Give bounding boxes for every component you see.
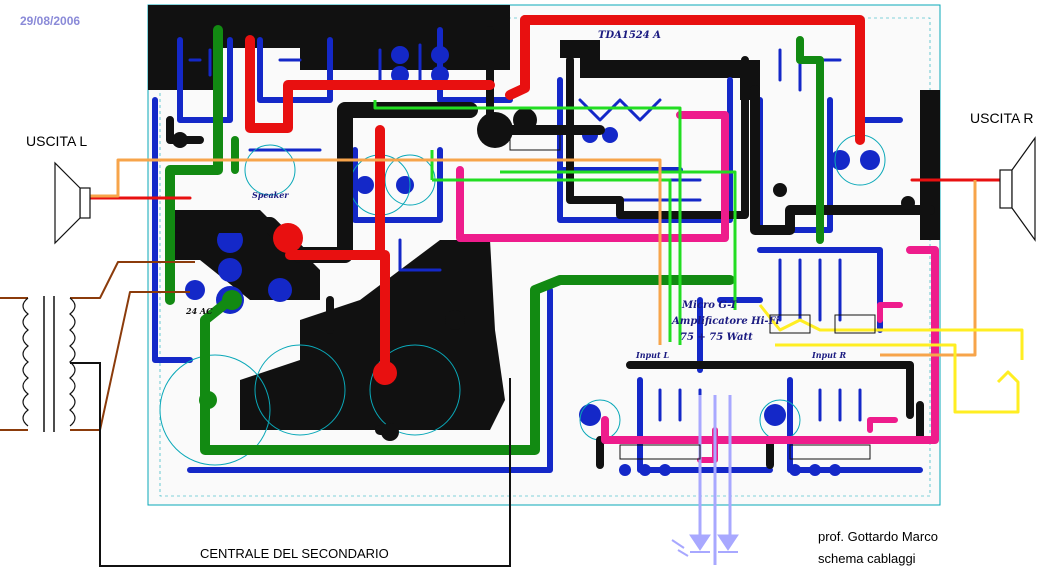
center-tap-wire [70,362,511,567]
subtitle-label: schema cablaggi [818,551,916,566]
date-stamp: 29/08/2006 [20,14,81,28]
ground-dots [172,108,915,441]
pcb-input-r: Input R [812,350,847,360]
orange-wires [88,158,977,357]
pcb-supply: 24 AC [186,306,213,316]
output-right-label: USCITA R [970,110,1034,126]
transformer-icon [22,296,76,432]
pcb-brand: Micro G-T [682,300,738,311]
pcb-input-l: Input L [636,350,670,360]
positive-supply [88,15,1002,375]
status-led-icon [671,534,739,557]
speaker-left-icon [54,161,91,245]
pcb-chip: TDA1524 A [598,30,661,41]
pcb-power: 75 + 75 Watt [680,332,753,343]
ic-outlines [509,129,876,460]
pcb-speaker: Speaker [252,190,289,200]
brown-wires [0,261,195,431]
capacitor-outlines [159,134,886,466]
pcb-title: Amplificatore Hi-Fi [672,316,780,327]
speaker-right-icon [999,136,1036,242]
author-label: prof. Gottardo Marco [818,529,938,544]
signal-green-wires [373,100,737,345]
green-bus [165,25,824,455]
output-left-label: USCITA L [26,133,88,149]
lavender-wires [698,395,732,565]
center-tap-label: CENTRALE DEL SECONDARIO [200,546,389,561]
